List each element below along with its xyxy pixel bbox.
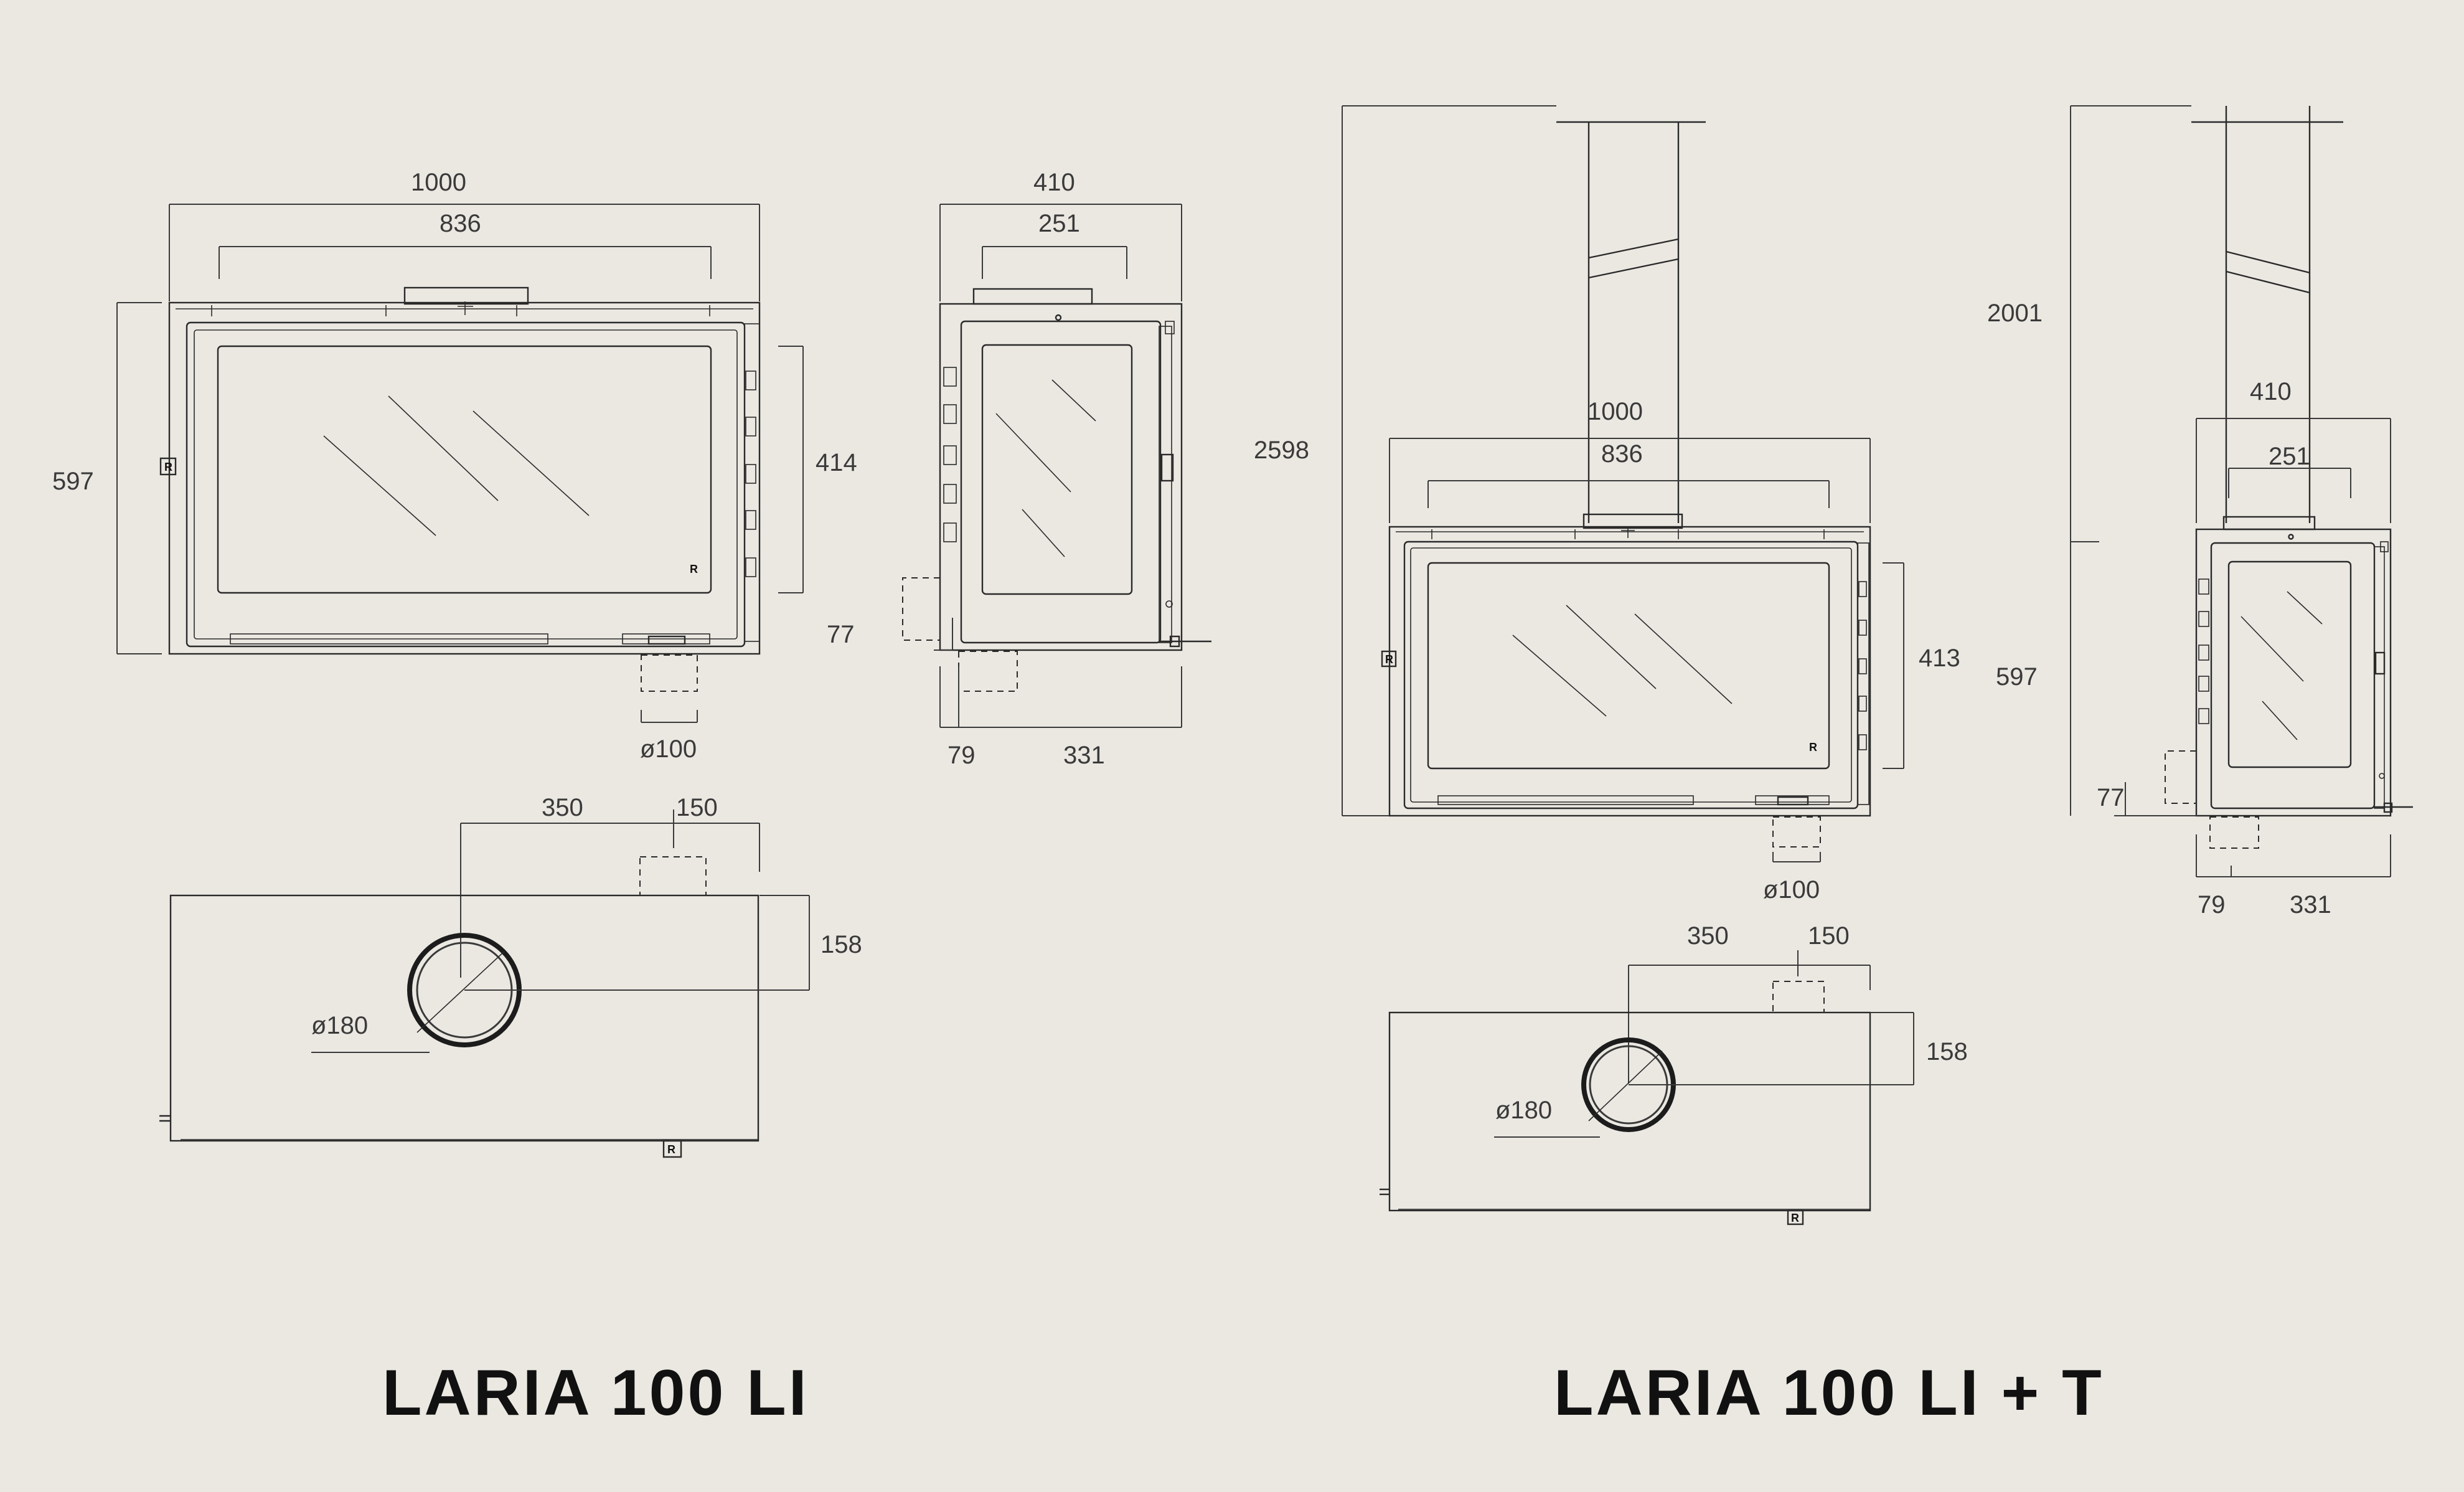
lit-side-depth-glass-label: 251 xyxy=(2269,443,2310,470)
lit-front-total-height-label: 2598 xyxy=(1254,437,1309,464)
li-side-offset-label: 77 xyxy=(827,621,855,648)
brand-mark-icon: R xyxy=(1809,741,1817,753)
lit-top-depth-label: 158 xyxy=(1926,1038,1968,1065)
li-side-depth-a-label: 79 xyxy=(948,742,976,769)
lit-side-depth-a-label: 79 xyxy=(2198,891,2226,918)
lit-front-width-glass-label: 836 xyxy=(1601,440,1643,468)
li-front-view: 1000 836 597 414 xyxy=(52,169,857,763)
li-top-dist-a-label: 350 xyxy=(542,794,583,821)
brand-mark-icon: R xyxy=(690,563,698,575)
lit-side-view: 2001 410 251 597 xyxy=(1987,105,2413,918)
li-side-depth-glass-label: 251 xyxy=(1038,210,1080,237)
model-title-li-t: LARIA 100 LI + T xyxy=(1554,1357,2104,1429)
model-title-li: LARIA 100 LI xyxy=(382,1357,809,1429)
lit-top-dist-b-label: 150 xyxy=(1808,922,1850,950)
lit-front-view: 2598 1000 836 413 xyxy=(1254,105,1960,904)
li-top-dist-b-label: 150 xyxy=(676,794,718,821)
lit-top-view: 350 150 R 158 ø180 xyxy=(1380,922,1968,1225)
lit-side-height-label: 597 xyxy=(1996,663,2038,691)
li-top-depth-label: 158 xyxy=(821,931,862,958)
lit-front-width-total-label: 1000 xyxy=(1587,398,1643,425)
lit-side-offset-label: 77 xyxy=(2097,784,2125,811)
lit-side-depth-total-label: 410 xyxy=(2250,378,2292,405)
li-side-view: 410 251 77 xyxy=(827,169,1211,769)
lit-front-flue-label: ø100 xyxy=(1763,876,1820,904)
li-side-depth-b-label: 331 xyxy=(1063,742,1105,769)
brand-mark-icon: R xyxy=(1385,653,1393,666)
li-front-width-glass-label: 836 xyxy=(440,210,481,237)
brand-mark-icon: R xyxy=(667,1143,675,1156)
lit-side-depth-b-label: 331 xyxy=(2290,891,2331,918)
li-front-height-glass-label: 414 xyxy=(816,449,857,476)
lit-front-height-glass-label: 413 xyxy=(1919,644,1960,672)
li-top-view: 350 150 R 158 ø180 xyxy=(159,794,862,1158)
brand-mark-icon: R xyxy=(1791,1212,1799,1224)
li-front-width-total-label: 1000 xyxy=(411,169,466,196)
li-top-pipe-label: ø180 xyxy=(311,1012,368,1039)
lit-side-total-height-label: 2001 xyxy=(1987,300,2043,327)
brand-mark-icon: R xyxy=(164,461,172,473)
li-front-flue-label: ø100 xyxy=(640,735,697,763)
lit-top-pipe-label: ø180 xyxy=(1495,1097,1552,1124)
li-front-height-label: 597 xyxy=(52,468,94,495)
lit-top-dist-a-label: 350 xyxy=(1687,922,1729,950)
li-side-depth-total-label: 410 xyxy=(1033,169,1075,196)
